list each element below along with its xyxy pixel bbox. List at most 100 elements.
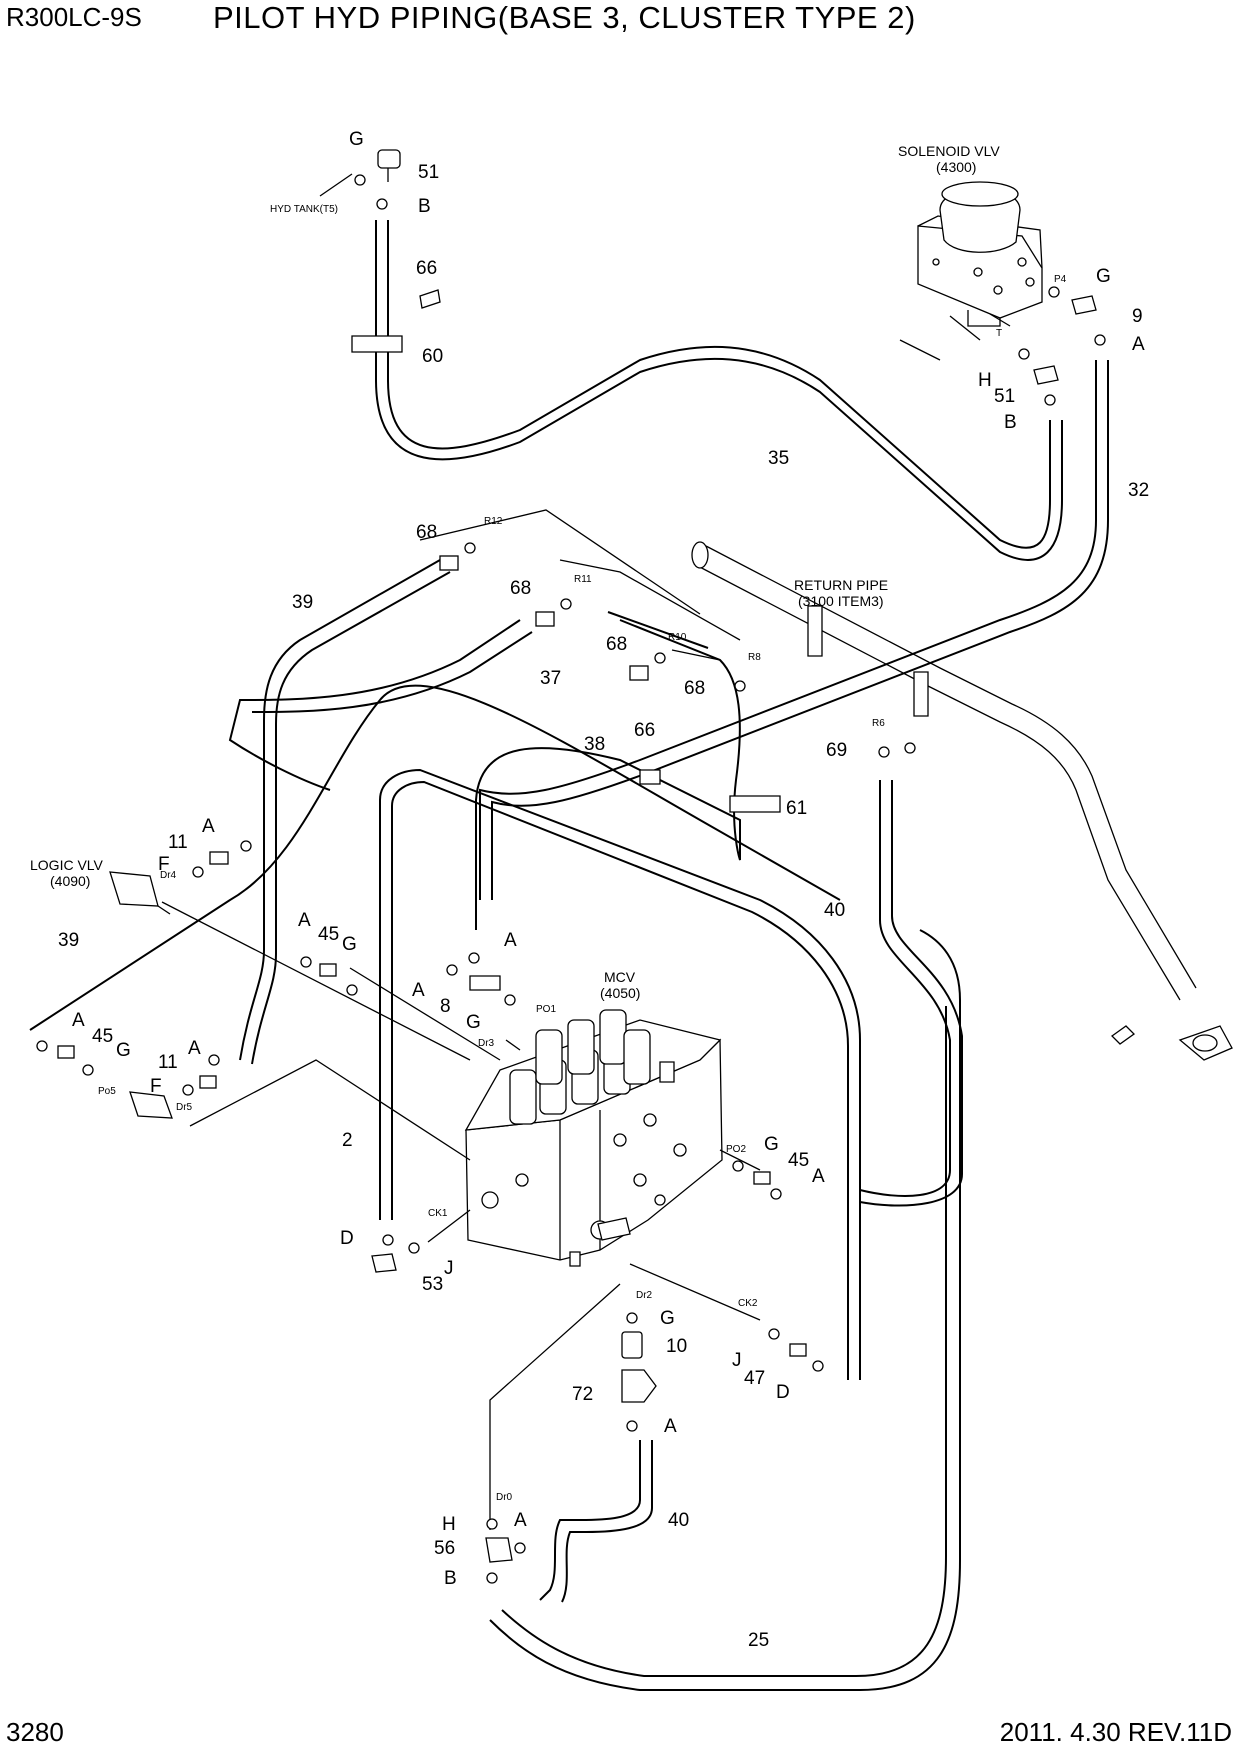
callout-label: 68 xyxy=(510,578,531,599)
page-title: PILOT HYD PIPING(BASE 3, CLUSTER TYPE 2) xyxy=(213,0,916,35)
callout-label: A xyxy=(514,1510,527,1531)
callout-label: 2 xyxy=(342,1130,353,1151)
callout-label: A xyxy=(298,910,311,931)
callout-label: B xyxy=(1004,412,1017,433)
port-label: P4 xyxy=(1054,274,1067,285)
callout-label: 56 xyxy=(434,1538,455,1559)
callout-label: F xyxy=(158,854,170,875)
callout-label: 72 xyxy=(572,1384,593,1405)
callout-label: 37 xyxy=(540,668,561,689)
port-label: PO2 xyxy=(726,1144,746,1155)
callout-label: F xyxy=(150,1076,162,1097)
callout-label: 53 xyxy=(422,1274,443,1295)
callout-label: 9 xyxy=(1132,306,1143,327)
callout-labels: G 51 B 66 60 G 9 A H 51 B 35 32 68 39 68… xyxy=(58,129,1149,1651)
callout-label: A xyxy=(412,980,425,1001)
callout-label: 11 xyxy=(158,1052,178,1073)
port-label: R12 xyxy=(484,516,503,527)
callout-label: A xyxy=(664,1416,677,1437)
port-label: Dr2 xyxy=(636,1290,653,1301)
solenoid-valve-label: SOLENOID VLV xyxy=(898,143,1000,159)
port-label: Dr5 xyxy=(176,1102,193,1113)
callout-label: 40 xyxy=(824,900,845,921)
return-pipe xyxy=(691,541,1233,1061)
callout-label: 32 xyxy=(1128,480,1149,501)
port-label: T xyxy=(996,328,1002,339)
callout-label: A xyxy=(202,816,215,837)
callout-label: G xyxy=(660,1308,675,1329)
port-label: CK2 xyxy=(738,1298,758,1309)
callout-label: A xyxy=(72,1010,85,1031)
callout-label: 51 xyxy=(418,162,439,183)
fittings xyxy=(36,149,1106,1584)
callout-label: A xyxy=(504,930,517,951)
page-number: 3280 xyxy=(6,1717,64,1747)
callout-label: A xyxy=(1132,334,1145,355)
callout-label: 35 xyxy=(768,448,789,469)
callout-label: J xyxy=(444,1258,454,1279)
port-label: Dr4 xyxy=(160,870,177,881)
callout-label: A xyxy=(188,1038,201,1059)
port-label: PO1 xyxy=(536,1004,556,1015)
callout-label: H xyxy=(978,370,992,391)
port-labels: P4 T R12 R11 R10 R8 R6 Dr4 PO1 Dr3 Po5 D… xyxy=(98,274,1067,1503)
callout-label: 66 xyxy=(634,720,655,741)
return-pipe-label: RETURN PIPE xyxy=(794,577,888,593)
callout-label: 39 xyxy=(58,930,79,951)
logic-valve-ref: (4090) xyxy=(50,873,90,889)
callout-label: 68 xyxy=(684,678,705,699)
return-pipe-ref: (3100 ITEM3) xyxy=(798,593,884,609)
revision-date: 2011. 4.30 REV.11D xyxy=(999,1717,1232,1747)
callout-label: J xyxy=(732,1350,742,1371)
callout-label: 11 xyxy=(168,832,188,853)
solenoid-valve xyxy=(917,181,1043,327)
callout-label: 39 xyxy=(292,592,313,613)
mcv-ref: (4050) xyxy=(600,985,640,1001)
callout-label: 51 xyxy=(994,386,1015,407)
port-label: R8 xyxy=(748,652,761,663)
callout-label: G xyxy=(764,1134,779,1155)
model-number: R300LC-9S xyxy=(6,2,142,32)
callout-label: 8 xyxy=(440,996,451,1017)
port-label: CK1 xyxy=(428,1208,448,1219)
callout-label: G xyxy=(342,934,357,955)
callout-label: 45 xyxy=(788,1150,809,1171)
port-label: R10 xyxy=(668,632,687,643)
callout-label: 60 xyxy=(422,346,443,367)
callout-label: G xyxy=(1096,266,1111,287)
port-label: Dr3 xyxy=(478,1038,495,1049)
callout-label: 10 xyxy=(666,1336,687,1357)
callout-label: 68 xyxy=(416,522,437,543)
logic-valve xyxy=(109,871,173,1119)
callout-label: 45 xyxy=(92,1026,113,1047)
callout-label: D xyxy=(340,1228,354,1249)
callout-label: D xyxy=(776,1382,790,1403)
port-label: R6 xyxy=(872,718,885,729)
logic-valve-label: LOGIC VLV xyxy=(30,857,104,873)
callout-label: H xyxy=(442,1514,456,1535)
callout-label: 47 xyxy=(744,1368,765,1389)
callout-label: B xyxy=(418,196,431,217)
mcv-label: MCV xyxy=(604,969,636,985)
callout-label: 25 xyxy=(748,1630,769,1651)
callout-label: 66 xyxy=(416,258,437,279)
port-label: Po5 xyxy=(98,1086,116,1097)
callout-label: 40 xyxy=(668,1510,689,1531)
callout-label: G xyxy=(466,1012,481,1033)
callout-label: A xyxy=(812,1166,825,1187)
solenoid-valve-ref: (4300) xyxy=(936,159,976,175)
callout-label: 68 xyxy=(606,634,627,655)
callout-label: B xyxy=(444,1568,457,1589)
callout-label: G xyxy=(116,1040,131,1061)
port-label: Dr0 xyxy=(496,1492,513,1503)
port-label: R11 xyxy=(574,574,592,585)
main-control-valve xyxy=(464,1009,723,1267)
callout-label: 61 xyxy=(786,798,807,819)
component-labels: SOLENOID VLV (4300) RETURN PIPE (3100 IT… xyxy=(30,143,1000,1001)
hyd-tank-label: HYD TANK(T5) xyxy=(270,204,338,215)
hoses xyxy=(29,220,1109,1691)
callout-label: G xyxy=(349,129,364,150)
callout-label: 45 xyxy=(318,924,339,945)
